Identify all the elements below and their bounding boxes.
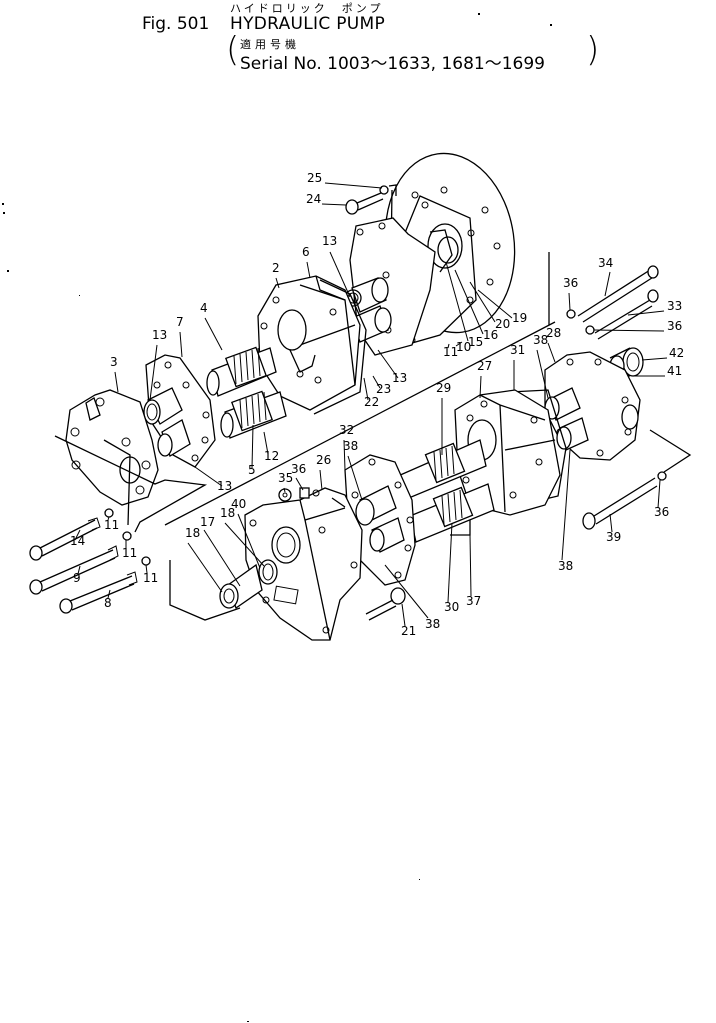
leader-lines: [74, 182, 668, 627]
callout-10: 10: [456, 340, 472, 354]
callout-14: 14: [70, 534, 86, 548]
nut-35-washer-36: [278, 487, 310, 502]
callout-42: 42: [669, 346, 685, 360]
callout-34: 34: [598, 256, 614, 270]
bolt-8: [59, 556, 151, 614]
bolt-24: [345, 184, 397, 215]
callout-40: 40: [231, 497, 247, 511]
upper-assembly-boundary-2: [103, 439, 131, 526]
callout-39: 39: [606, 530, 622, 544]
bolt-9: [29, 531, 132, 595]
callout-21: 21: [401, 624, 417, 638]
figure-title: HYDRAULIC PUMP: [230, 14, 386, 34]
callout-31: 31: [510, 343, 526, 357]
callout-29: 29: [436, 381, 452, 395]
callout-37: 37: [466, 594, 482, 608]
callout-16: 16: [483, 328, 499, 342]
callout-15: 15: [468, 335, 484, 349]
callout-36: 36: [667, 319, 683, 333]
gear-4: [206, 346, 277, 397]
callout-5: 5: [248, 463, 256, 477]
bracket-open: (: [226, 30, 240, 70]
callout-36: 36: [563, 276, 579, 290]
serial-range: Serial No. 1003～1633, 1681～1699: [240, 54, 545, 74]
callout-9: 9: [73, 571, 81, 585]
figure-header: ハイドロリック ポンプ Fig. 501 HYDRAULIC PUMP ( 適用…: [0, 0, 716, 80]
lower-assembly-boundary-3: [331, 497, 346, 508]
callout-13: 13: [392, 371, 408, 385]
gear-housing-27: [454, 389, 561, 516]
gear-housing-2: [257, 275, 367, 415]
figure-number: Fig. 501: [142, 14, 210, 34]
callout-36: 36: [291, 462, 307, 476]
callout-17: 17: [200, 515, 216, 529]
bolt-34: [566, 265, 659, 323]
bolt-21: [365, 587, 406, 621]
callout-11: 11: [443, 345, 459, 359]
callout-8: 8: [104, 596, 112, 610]
gear-29: [397, 439, 487, 501]
gear-5: [220, 390, 287, 439]
callout-32: 32: [339, 423, 355, 437]
bolt-33: [585, 289, 659, 340]
callout-6: 6: [302, 245, 310, 259]
callout-35: 35: [278, 471, 294, 485]
callout-2: 2: [272, 261, 280, 275]
rear-cover-upper: [344, 217, 436, 356]
callout-19: 19: [512, 311, 528, 325]
callout-11: 11: [104, 518, 120, 532]
lower-assembly-boundary-2: [169, 560, 241, 621]
title-japanese: ハイドロリック ポンプ: [230, 2, 384, 15]
callout-33: 33: [667, 299, 683, 313]
callout-23: 23: [376, 382, 392, 396]
section-divider-line: [164, 321, 556, 526]
scan-specks: [2, 13, 552, 1022]
callout-4: 4: [200, 301, 208, 315]
callout-18: 18: [185, 526, 201, 540]
bracket-close: ): [586, 30, 600, 70]
callout-38: 38: [425, 617, 441, 631]
callout-11: 11: [143, 571, 159, 585]
lower-assembly-boundary: [649, 429, 692, 473]
callout-3: 3: [110, 355, 118, 369]
upper-assembly-boundary: [54, 435, 208, 533]
callout-22: 22: [364, 395, 380, 409]
callout-28: 28: [546, 326, 562, 340]
callout-27: 27: [477, 359, 493, 373]
callout-30: 30: [444, 600, 460, 614]
callout-24: 24: [306, 192, 322, 206]
callout-25: 25: [307, 171, 323, 185]
coupling-18-17-40: [219, 559, 278, 610]
callout-11: 11: [122, 546, 138, 560]
bolt-39: [582, 471, 667, 530]
callout-26: 26: [316, 453, 332, 467]
callout-12: 12: [264, 449, 280, 463]
callout-20: 20: [495, 317, 511, 331]
callout-13: 13: [152, 328, 168, 342]
callout-38: 38: [533, 333, 549, 347]
callout-38: 38: [558, 559, 574, 573]
callout-13: 13: [322, 234, 338, 248]
callout-36: 36: [654, 505, 670, 519]
callout-7: 7: [176, 315, 184, 329]
callout-41: 41: [667, 364, 683, 378]
callout-18: 18: [220, 506, 236, 520]
callout-13: 13: [217, 479, 233, 493]
bolt-14: [29, 508, 114, 561]
applicability-japanese: 適用号機: [240, 38, 300, 51]
side-plate-7: [143, 354, 216, 468]
callout-38: 38: [343, 439, 359, 453]
